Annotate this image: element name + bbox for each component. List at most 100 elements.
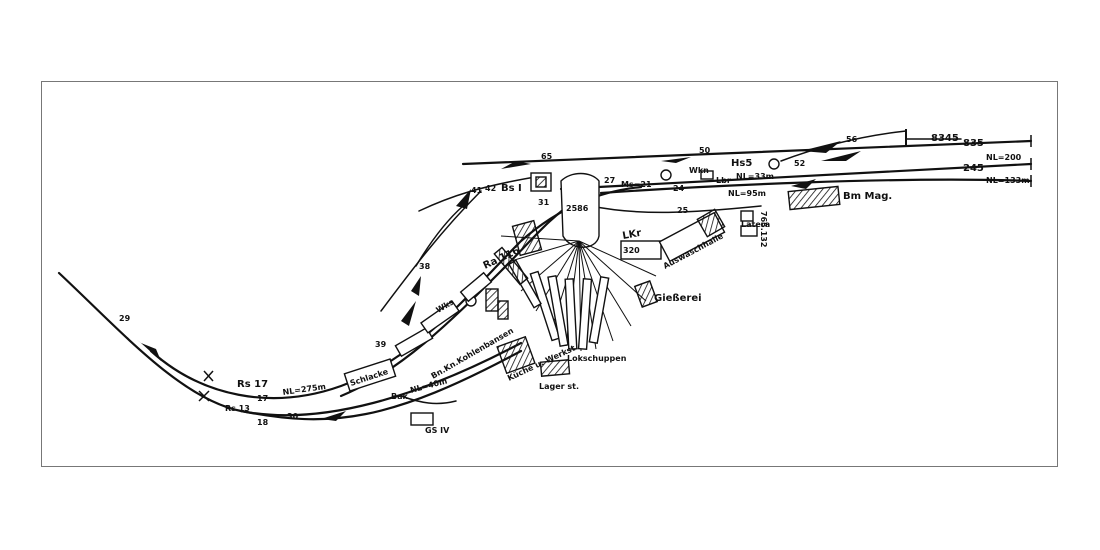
label-building: Latera <box>741 220 770 229</box>
radial-track <box>520 240 580 292</box>
radial-track <box>500 235 580 242</box>
label-km: 320 <box>623 246 640 255</box>
label-usable-length: NL=40m <box>409 376 448 395</box>
stall <box>529 270 561 342</box>
track-top-main <box>461 139 1033 166</box>
label-km: 8345 <box>931 133 959 144</box>
radial-track <box>510 240 580 262</box>
signal-circle <box>768 158 780 170</box>
label-building: Bak <box>391 392 408 401</box>
label-km: 25 <box>677 206 689 215</box>
label-building: Bm Mag. <box>843 191 892 202</box>
label-usable-length: NL=95m <box>728 189 766 198</box>
label-km: 27 <box>604 176 615 185</box>
building-schlacke <box>343 358 397 392</box>
label-building: Lokschuppen <box>567 354 627 363</box>
signal-circle <box>660 169 672 181</box>
stall <box>588 275 610 345</box>
building-small <box>740 210 754 222</box>
label-turntable: 2586 <box>566 204 589 213</box>
building-hatched <box>497 300 509 320</box>
roundhouse-stalls <box>493 246 610 350</box>
label-usable-length: NL=133m <box>986 176 1030 185</box>
building-31-inner <box>535 176 547 188</box>
label-km-vertical: 765.132 <box>759 211 768 247</box>
label-signal: Hs5 <box>731 158 752 169</box>
label-km: 18 <box>257 418 269 427</box>
label-km: 31 <box>538 198 550 207</box>
label-building: Lager st. <box>539 382 579 391</box>
radial-track <box>578 240 647 302</box>
building-lagerst <box>539 359 571 377</box>
label-km: 41 <box>471 186 483 195</box>
label-signal: Rs 13 <box>225 404 250 413</box>
turnout-wedge <box>661 157 691 163</box>
turnout-wedge <box>791 179 816 189</box>
track-plan-sketch: 29 65 50 56 52 245 835 8345 NL=200 NL=13… <box>57 129 1033 435</box>
stall <box>577 278 593 350</box>
building-bm-mag <box>787 185 841 211</box>
stall <box>547 275 569 347</box>
building-lkr <box>620 240 662 260</box>
diagram-frame: 29 65 50 56 52 245 835 8345 NL=200 NL=13… <box>41 81 1058 467</box>
signal-cross <box>198 390 210 402</box>
turnout-wedge <box>501 161 531 169</box>
label-usable-length: NL=200 <box>986 153 1022 162</box>
label-signal: Rs 17 <box>237 379 268 390</box>
label-signal: Ms=21 <box>621 180 652 189</box>
label-siding: Lbr <box>716 176 731 185</box>
signal-cross <box>203 370 214 382</box>
building-wks <box>459 271 493 303</box>
label-km: 835 <box>963 138 984 149</box>
turnout-wedge <box>141 343 161 361</box>
label-building: Bs I <box>501 183 522 194</box>
turnout-wedge <box>411 276 421 296</box>
label-building: Wkn <box>689 166 709 175</box>
label-km: 38 <box>419 262 431 271</box>
building-giesserei <box>633 280 659 308</box>
building-kohlen-b <box>420 300 460 334</box>
stall <box>564 278 578 350</box>
building-latera <box>740 225 758 237</box>
buildings <box>343 170 841 426</box>
track-lower-second <box>239 349 523 421</box>
buffer-stops <box>198 129 1032 402</box>
building-kohlen-a <box>394 326 434 358</box>
track-spur-bak <box>400 395 457 405</box>
label-building: LKr <box>622 228 643 242</box>
label-km: 17 <box>257 394 268 403</box>
label-building: GS IV <box>425 426 450 435</box>
radial-track <box>578 240 657 277</box>
turntable-area <box>493 172 657 352</box>
building-kueche <box>496 335 536 375</box>
building-hatched <box>485 288 499 312</box>
turnout-wedge <box>401 301 416 326</box>
label-km: 245 <box>963 163 984 174</box>
stall-hatched <box>493 246 529 286</box>
label-km: 30 <box>287 412 299 421</box>
turnout-wedge <box>801 141 841 153</box>
building-hatched <box>511 219 543 257</box>
turnout-wedge <box>821 151 861 161</box>
label-km: 50 <box>699 146 711 155</box>
label-km: 65 <box>541 152 553 161</box>
label-usable-length: NL=33m <box>736 172 774 181</box>
track-top-second <box>559 162 1033 191</box>
track-branch-left-short <box>415 205 464 267</box>
label-km: 24 <box>673 184 685 193</box>
building-gsiv <box>410 412 434 426</box>
label-km: 52 <box>794 159 805 168</box>
label-km: 39 <box>375 340 387 349</box>
label-building: Gießerei <box>654 293 702 304</box>
turnout-wedge <box>321 411 346 421</box>
radial-track <box>578 240 614 342</box>
turnout-wedges <box>136 141 861 421</box>
building-auswasch-annex <box>696 208 726 238</box>
label-km: 29 <box>119 314 131 323</box>
label-km: 42 <box>485 184 496 193</box>
turnout-wedge <box>456 189 471 209</box>
building-wkn <box>700 170 714 180</box>
track-spur-to-lbr <box>590 205 762 214</box>
track-upper-right-branch <box>780 130 907 162</box>
label-km: 56 <box>846 135 858 144</box>
